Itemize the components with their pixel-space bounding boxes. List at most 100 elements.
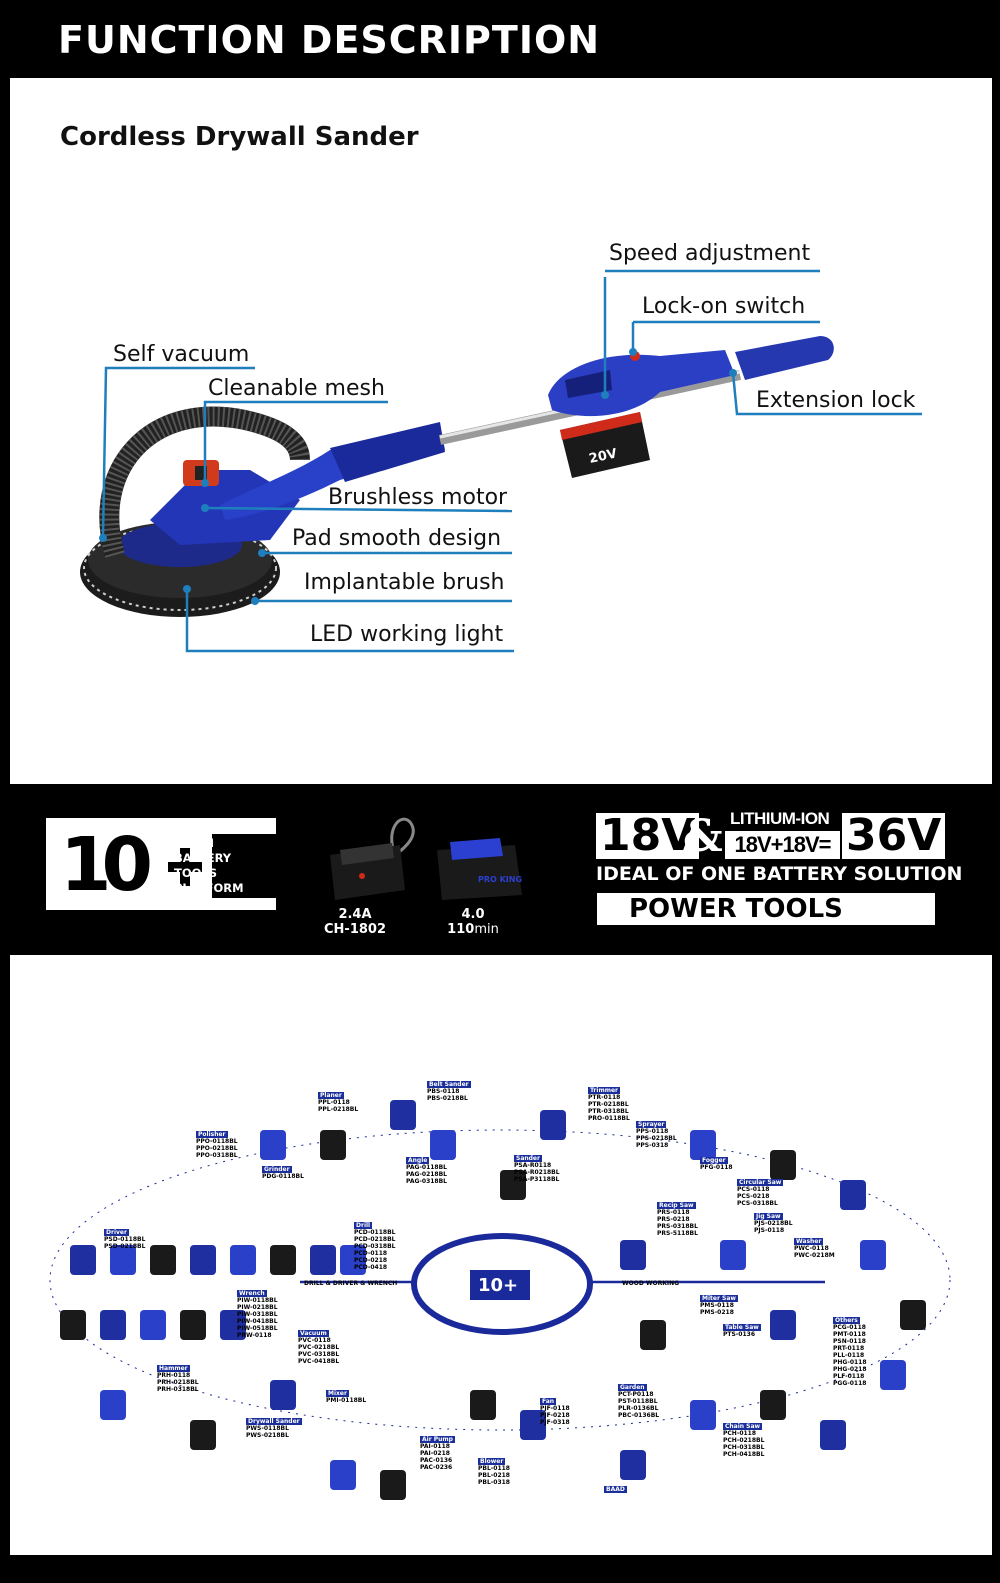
category-model: PWC-0118 (794, 1245, 829, 1252)
category-model: PAG-0318BL (406, 1178, 448, 1185)
category-model: PWS-0218BL (246, 1432, 289, 1439)
category-model: PSD-0218BL (104, 1243, 146, 1250)
category-model: PCH-0118 (723, 1430, 757, 1437)
category-model: PBS-0218BL (427, 1095, 468, 1102)
category-title: BAAD (604, 1486, 627, 1493)
category-model: PRS-5118BL (657, 1230, 698, 1237)
category-model: PPS-0118 (636, 1128, 669, 1135)
category-title: Drill (354, 1222, 373, 1229)
section-label-wood: WOOD WORKING (622, 1280, 680, 1287)
category-model: PIW-0518BL (237, 1325, 278, 1332)
category-model: PGG-0118 (833, 1380, 867, 1387)
ideal-solution-text: IDEAL OF ONE BATTERY SOLUTION (596, 863, 963, 885)
callout-led-working-light: LED working light (310, 622, 504, 647)
charger-caption: 2.4A CH-1802 (324, 907, 386, 937)
category-title: Washer (794, 1238, 824, 1245)
category-model: PWS-0118BL (246, 1425, 289, 1432)
category-title: Mixer (326, 1390, 349, 1397)
category-model: PLF-0118 (833, 1373, 865, 1380)
category-model: PFG-0118 (700, 1164, 733, 1171)
category-title: Others (833, 1317, 860, 1324)
catalog-category: BAAD (604, 1486, 627, 1493)
category-model: PIW-0218BL (237, 1304, 278, 1311)
category-model: PCD-0218 (354, 1257, 388, 1264)
category-model: PHG-0118 (833, 1359, 867, 1366)
category-title: Air Pump (420, 1436, 455, 1443)
category-title: Belt Sander (427, 1081, 471, 1088)
category-model: PJS-0118 (754, 1227, 785, 1234)
category-model: PDG-0118BL (262, 1173, 304, 1180)
category-model: PLL-0118 (833, 1352, 865, 1359)
category-model: PCD-0118BL (354, 1229, 396, 1236)
battery-icon (212, 834, 278, 898)
category-model: PSA-R0218BL (514, 1169, 560, 1176)
category-model: PBL-0318 (478, 1479, 510, 1486)
category-model: PVC-0218BL (298, 1344, 340, 1351)
product-title: Cordless Drywall Sander (60, 122, 419, 152)
category-model: PBL-0218 (478, 1472, 510, 1479)
category-model: PCD-0218BL (354, 1236, 396, 1243)
category-model: PMT-0118 (833, 1331, 866, 1338)
voltage-18v: 18V (596, 813, 700, 859)
category-model: PBC-0136BL (618, 1412, 660, 1419)
category-model: PMS-0218 (700, 1309, 734, 1316)
header-band: FUNCTION DESCRIPTION (0, 0, 1000, 78)
callout-pad-smooth-design: Pad smooth design (292, 526, 502, 551)
category-title: Wrench (237, 1290, 267, 1297)
category-model: PCG-0118 (833, 1324, 866, 1331)
category-model: PCD-0118 (354, 1250, 388, 1257)
category-model: PIW-0118BL (237, 1297, 278, 1304)
category-title: Blower (478, 1458, 506, 1465)
category-model: PAG-0218BL (406, 1171, 448, 1178)
category-model: PCS-0118 (737, 1186, 770, 1193)
category-model: PJS-0218BL (754, 1220, 793, 1227)
category-model: PPO-0218BL (196, 1145, 238, 1152)
category-model: PJF-0118 (540, 1405, 570, 1412)
platform-logo-number: 10 (60, 822, 153, 908)
category-title: Planer (318, 1092, 344, 1099)
category-model: PCT-P0118 (618, 1391, 654, 1398)
category-model: PRH-0118 (157, 1372, 191, 1379)
category-model: PHG-0218 (833, 1366, 867, 1373)
category-model: PPS-0318 (636, 1142, 669, 1149)
category-title: Chain Saw (723, 1423, 763, 1430)
category-model: PBS-0118 (427, 1088, 460, 1095)
power-tools-banner: POWER TOOLS (597, 893, 935, 925)
category-model: PRS-0318BL (657, 1223, 698, 1230)
category-model: PAI-0218 (420, 1450, 450, 1457)
category-model: PWC-0218M (794, 1252, 835, 1259)
category-model: PAC-0136 (420, 1457, 453, 1464)
category-model: PBL-0118 (478, 1465, 510, 1472)
category-model: PTR-0318BL (588, 1108, 629, 1115)
callout-brushless-motor: Brushless motor (328, 485, 508, 510)
category-model: PVC-0418BL (298, 1358, 340, 1365)
callout-extension-lock: Extension lock (756, 388, 916, 413)
voltage-sum: 18V+18V= (725, 831, 840, 859)
category-model: PRO-0118BL (588, 1115, 630, 1122)
category-title: Table Saw (723, 1324, 761, 1331)
category-model: PAI-0118 (420, 1443, 450, 1450)
category-title: Recip Saw (657, 1202, 696, 1209)
category-title: Hammer (157, 1365, 190, 1372)
category-model: PMS-0118 (700, 1302, 734, 1309)
category-model: PRW-0118 (237, 1332, 272, 1339)
platform-logo-badge: 10 (46, 818, 282, 910)
